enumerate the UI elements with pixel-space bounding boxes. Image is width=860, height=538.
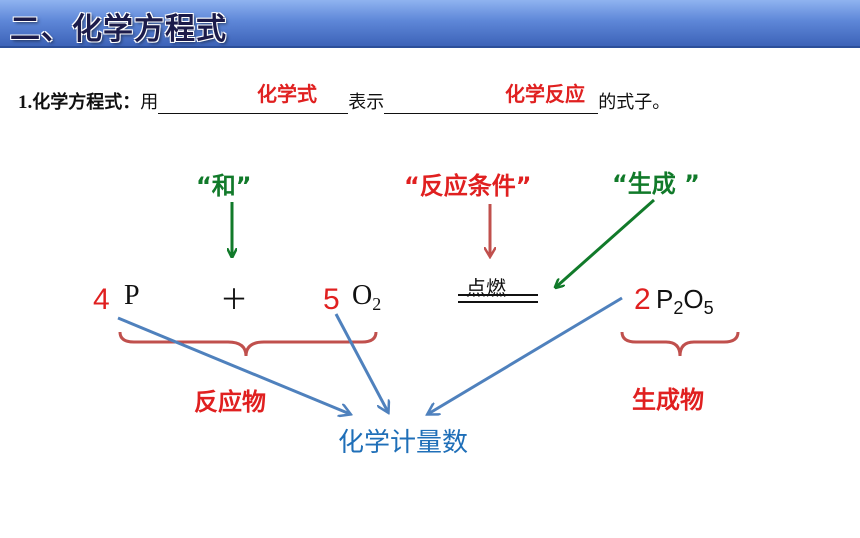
- formula-o2-symbol: O: [352, 280, 373, 311]
- answer-2: 化学反应: [505, 82, 585, 106]
- header-bar: [0, 0, 860, 48]
- formula-p: P: [124, 280, 140, 311]
- definition-number: 1.: [18, 92, 33, 113]
- coefficient-p2o5: 2: [634, 283, 651, 316]
- formula-o2: O2: [352, 280, 381, 315]
- label-produce: “生成 ”: [612, 170, 700, 198]
- page-title: 二、化学方程式: [10, 12, 227, 47]
- definition-text-a: 用: [140, 92, 159, 113]
- definition-term: 化学方程式：: [32, 92, 141, 113]
- formula-p2o5: P2O5: [656, 284, 714, 319]
- formula-p2o5-p: P: [656, 284, 674, 314]
- label-products: 生成物: [632, 386, 704, 414]
- answer-blank-1: [158, 93, 349, 114]
- answer-1: 化学式: [257, 82, 317, 106]
- brace-products: [620, 331, 740, 357]
- coefficient-o2: 5: [323, 283, 340, 316]
- label-and: “和”: [196, 172, 252, 200]
- label-coefficients: 化学计量数: [338, 428, 469, 458]
- definition-line: 1.化学方程式：用 表示 的式子。: [18, 88, 670, 114]
- arrow-produce: [556, 198, 655, 287]
- formula-o2-subscript: 2: [372, 294, 382, 314]
- label-condition: “反应条件”: [404, 172, 532, 200]
- label-reactants: 反应物: [194, 388, 266, 416]
- definition-text-b: 表示: [348, 92, 385, 113]
- arrow-coef-o2: [334, 313, 388, 412]
- formula-p2o5-o: O: [683, 284, 704, 314]
- arrow-coef-p: [117, 316, 350, 414]
- coefficient-p: 4: [93, 283, 110, 316]
- formula-p2o5-sub2: 5: [703, 298, 714, 318]
- definition-text-c: 的式子。: [598, 92, 671, 113]
- plus-sign: ＋: [220, 285, 249, 316]
- formula-p2o5-sub1: 2: [673, 298, 684, 318]
- answer-blank-2: [384, 93, 599, 114]
- arrow-coef-p2o5: [428, 296, 623, 414]
- brace-reactants: [118, 331, 378, 357]
